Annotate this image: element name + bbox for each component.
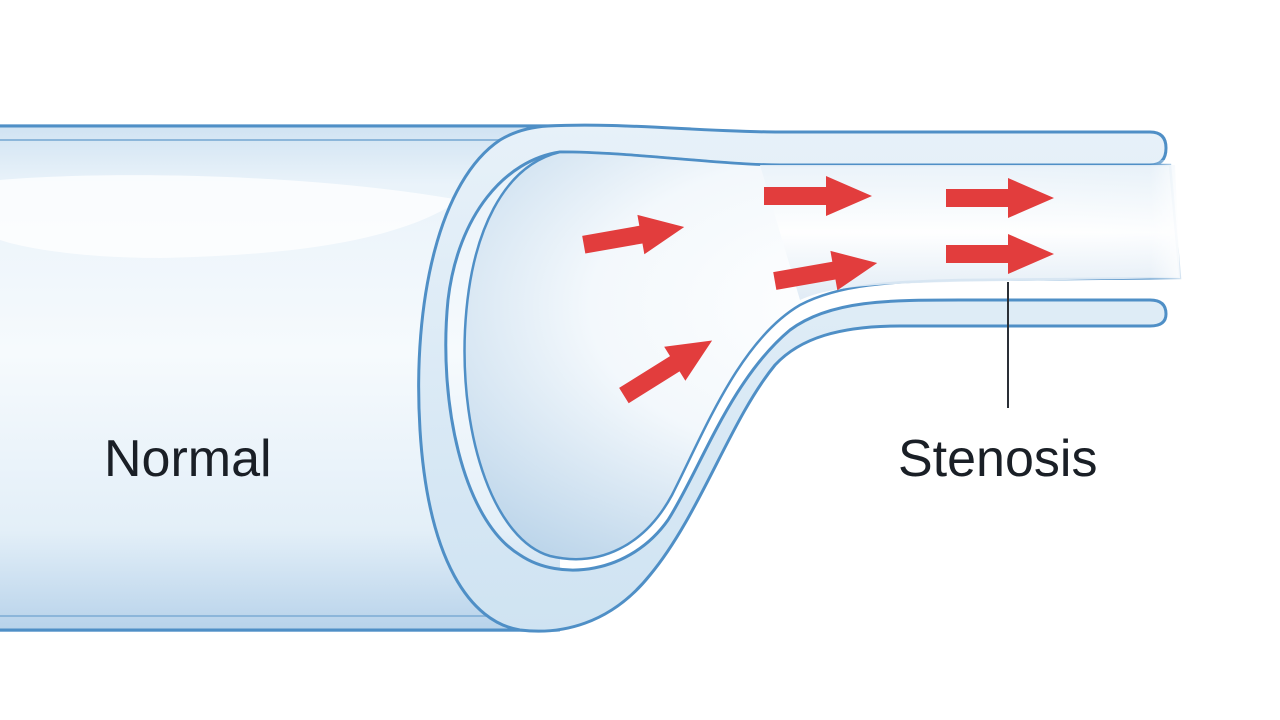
flow-arrows: [582, 176, 1054, 404]
flow-arrow-3: [946, 178, 1054, 218]
stenosis-label: Stenosis: [898, 430, 1098, 488]
flow-arrow-1: [582, 214, 685, 255]
flow-arrow-2: [764, 176, 872, 216]
normal-label: Normal: [104, 430, 272, 488]
flow-arrow-5: [946, 234, 1054, 274]
flow-arrow-6: [619, 340, 713, 404]
flow-arrow-4: [773, 250, 878, 291]
vessel-highlight: [0, 175, 460, 258]
lumen-fade: [1150, 160, 1190, 285]
